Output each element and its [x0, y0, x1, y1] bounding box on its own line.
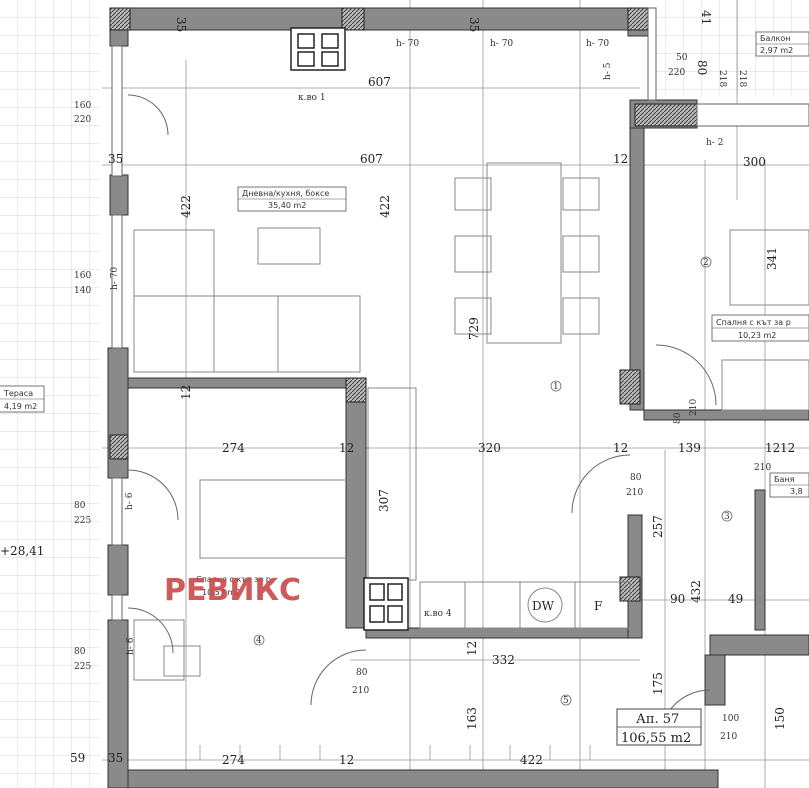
- dim-320: 320: [478, 441, 501, 455]
- dim-163: 163: [465, 707, 479, 730]
- dim-h-422-left: 422: [179, 195, 193, 218]
- dim-12-bottom: 12: [339, 753, 354, 767]
- label-d210-kitchen: 210: [626, 488, 643, 498]
- label-kvo-1: к.во 1: [298, 93, 326, 103]
- dim-right-12-top: 12: [613, 152, 628, 166]
- marker-3: 3: [724, 512, 730, 522]
- label-w220-a: 220: [74, 115, 91, 125]
- dim-12-mid: 12: [339, 441, 354, 455]
- room-terrace-area: 4,19 m2: [4, 402, 37, 411]
- label-h2-right: h- 2: [706, 138, 723, 148]
- label-h6-a: h- 6: [125, 492, 135, 510]
- dim-432: 432: [689, 580, 703, 603]
- label-h70-a: h- 70: [396, 39, 419, 49]
- closet-marks: [199, 745, 591, 760]
- room-bath-area: 3,8: [790, 487, 803, 496]
- room-bed-left-name: Спалня с кът за р: [196, 575, 271, 584]
- room-living-name: Дневна/кухня, боксе: [242, 189, 329, 198]
- room-bed-right-name: Спалня с кът за р: [716, 318, 791, 327]
- dim-150: 150: [773, 707, 787, 730]
- dim-422-bottom: 422: [520, 753, 543, 767]
- dim-h-422-mid: 422: [378, 195, 392, 218]
- apartment-area: 106,55 m2: [621, 731, 691, 746]
- dim-139: 139: [678, 441, 701, 455]
- label-h70-c: h- 70: [586, 39, 609, 49]
- label-d100-right: 100: [722, 714, 739, 724]
- label-d218-top2: 218: [737, 70, 747, 87]
- label-h5-top: h- 5: [603, 62, 613, 80]
- stove-top: [290, 27, 346, 71]
- door-swings: [127, 94, 717, 741]
- room-balcony-name: Балкон: [760, 34, 790, 43]
- label-w160-b: 160: [74, 271, 91, 281]
- label-d80-right: 80: [673, 412, 683, 424]
- dim-v-12-left: 12: [179, 385, 193, 400]
- label-d210-right2: 210: [689, 399, 699, 416]
- label-dw: DW: [532, 599, 555, 613]
- label-w160-a: 160: [74, 101, 91, 111]
- label-w80-b: 80: [74, 647, 86, 657]
- windows: [111, 7, 809, 621]
- label-w80-a: 80: [74, 501, 86, 511]
- label-h70-b: h- 70: [490, 39, 513, 49]
- dim-top-35-left: 35: [174, 17, 188, 32]
- dim-left-35: 35: [108, 152, 123, 166]
- dim-300: 300: [743, 155, 766, 169]
- dim-307: 307: [377, 489, 391, 512]
- dim-h-729: 729: [467, 317, 481, 340]
- label-d210-right: 210: [720, 732, 737, 742]
- dim-12-corr: 12: [465, 641, 479, 656]
- marker-1: 1: [553, 382, 559, 392]
- dim-41: 41: [699, 10, 713, 25]
- room-bed-right-area: 10,23 m2: [738, 331, 776, 340]
- stove-kitchen: [363, 577, 409, 631]
- room-balcony-area: 2,97 m2: [760, 46, 793, 55]
- label-w225-a: 225: [74, 516, 91, 526]
- dim-90: 90: [670, 592, 685, 606]
- dim-top-35-mid: 35: [467, 17, 481, 32]
- marker-2: 2: [703, 258, 709, 268]
- watermark-logo: РЕВИКС: [164, 573, 301, 608]
- room-bed-left-area: 10,57 m2: [202, 588, 240, 597]
- dim-341: 341: [765, 247, 779, 270]
- dim-35-bottom: 35: [108, 751, 123, 765]
- room-living-area: 35,40 m2: [268, 201, 306, 210]
- room-markers: [253, 256, 733, 706]
- label-w140-b: 140: [74, 286, 91, 296]
- label-h6-b: h- 6: [126, 637, 136, 655]
- label-d80-kitchen: 80: [630, 473, 642, 483]
- hatched-columns: [109, 7, 698, 602]
- label-d80-low: 80: [356, 668, 368, 678]
- label-d220-top: 220: [668, 68, 685, 78]
- dim-59: 59: [70, 751, 85, 765]
- dim-mid-607: 607: [360, 152, 383, 166]
- dim-257: 257: [651, 515, 665, 538]
- marker-4: 4: [256, 636, 262, 646]
- dim-332: 332: [492, 653, 515, 667]
- apartment-number: Ап. 57: [636, 712, 679, 727]
- label-f: F: [594, 599, 602, 613]
- room-bath-name: Баня: [774, 475, 795, 484]
- label-h70-left: h- 70: [110, 267, 120, 290]
- dim-274-bottom: 274: [222, 753, 245, 767]
- dim-12-far: 12: [765, 441, 780, 455]
- label-d210-low: 210: [352, 686, 369, 696]
- label-kvo-4: к.во 4: [424, 609, 452, 619]
- label-d218-top: 218: [717, 70, 727, 87]
- dim-12-right: 12: [613, 441, 628, 455]
- dim-top-607: 607: [368, 75, 391, 89]
- marker-5: 5: [563, 696, 569, 706]
- label-w225-b: 225: [74, 662, 91, 672]
- terrace-elevation: +28,41: [0, 544, 44, 558]
- dim-49: 49: [728, 592, 743, 606]
- label-d50-top: 50: [676, 53, 688, 63]
- dim-274-top: 274: [222, 441, 245, 455]
- dim-175: 175: [651, 672, 665, 695]
- room-terrace-name: Тераса: [3, 389, 33, 398]
- dim-12-side: 12: [780, 441, 795, 455]
- dim-80-top: 80: [695, 60, 709, 75]
- label-d210-right3: 210: [754, 463, 771, 473]
